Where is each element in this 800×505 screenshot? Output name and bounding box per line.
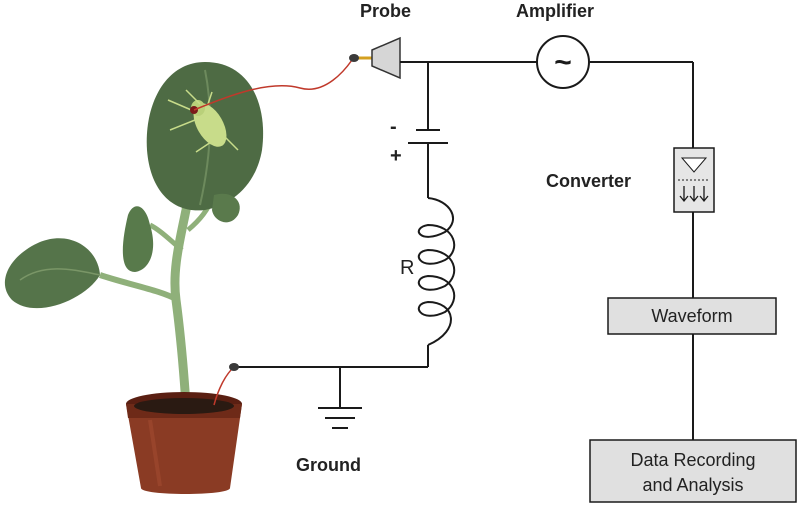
data-recording-box: Data Recording and Analysis: [589, 439, 797, 503]
circuit-wires: [234, 61, 694, 440]
waveform-box: Waveform: [607, 297, 777, 335]
pot-icon: [126, 392, 242, 494]
ground-electrode-tip: [229, 363, 239, 371]
resistor-coil-icon: [417, 197, 456, 346]
waveform-label: Waveform: [651, 306, 732, 326]
probe-icon: [349, 36, 401, 80]
data-recording-line2: and Analysis: [642, 475, 743, 495]
ground-icon: [318, 407, 362, 429]
probe-label: Probe: [360, 1, 411, 21]
amplifier-symbol: ~: [554, 46, 572, 79]
converter-icon: [673, 147, 715, 213]
resistor-label: R: [400, 257, 414, 279]
battery-plus-sign: +: [390, 145, 402, 167]
insect-icon: [167, 89, 239, 153]
converter-label: Converter: [546, 171, 631, 191]
amplifier-label: Amplifier: [516, 1, 594, 21]
battery-icon: [408, 129, 448, 144]
probe-wire: [193, 59, 353, 111]
amplifier-icon: ~: [536, 35, 590, 89]
ground-label: Ground: [296, 455, 361, 475]
data-recording-line1: Data Recording: [630, 450, 755, 470]
battery-minus-sign: -: [390, 116, 397, 138]
plant-icon: [4, 62, 264, 410]
